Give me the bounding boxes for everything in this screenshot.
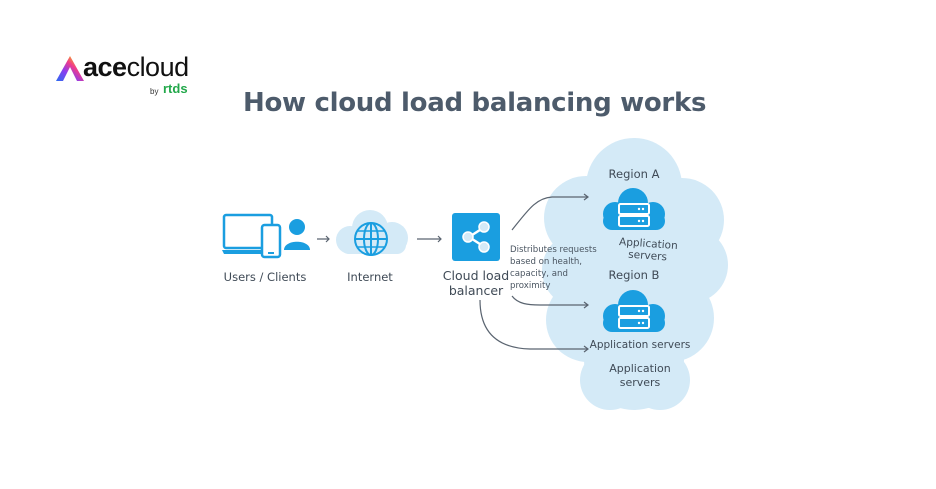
note-line4: proximity [510,281,551,291]
region-b-servers-label: Application servers [589,339,691,351]
arrow-to-region-b [511,295,588,306]
brand-name-light: cloud [126,52,190,82]
application-servers-line1: Application [609,362,671,375]
region-a-label: Region A [608,167,660,181]
note-line1: Distributes requests [510,245,597,255]
users-clients-label: Users / Clients [223,270,307,284]
brand-sub: rtds [163,81,188,96]
cloud-server-icon [603,188,665,230]
application-servers-label: Application servers [595,362,685,390]
cloud-server-icon [603,290,665,332]
arrow-to-region-a [511,196,588,231]
load-balancer-label-line2: balancer [448,283,504,298]
arrow-users-to-internet [317,235,330,243]
brand-logo: acecloud by rtds [55,52,205,102]
arrow-internet-to-balancer [417,235,442,243]
logo-triangle-icon [56,56,84,81]
load-balancer-label: Cloud load balancer [438,268,514,298]
note-line3: capacity, and [510,269,568,279]
share-nodes-icon [452,213,500,261]
internet-label: Internet [347,270,393,284]
load-balancer-label-line1: Cloud load [442,268,510,283]
page-title: How cloud load balancing works [243,88,707,118]
brand-name-bold: ace [83,52,127,82]
region-b-label: Region B [608,268,660,282]
globe-cloud-icon [336,210,408,256]
distribution-note: Distributes requests based on health, ca… [510,244,610,292]
arrow-to-app-servers [479,299,588,350]
brand-by: by [150,87,159,96]
note-line2: based on health, [510,257,583,267]
laptop-phone-user-icon [222,213,310,259]
application-servers-line2: servers [619,376,661,389]
